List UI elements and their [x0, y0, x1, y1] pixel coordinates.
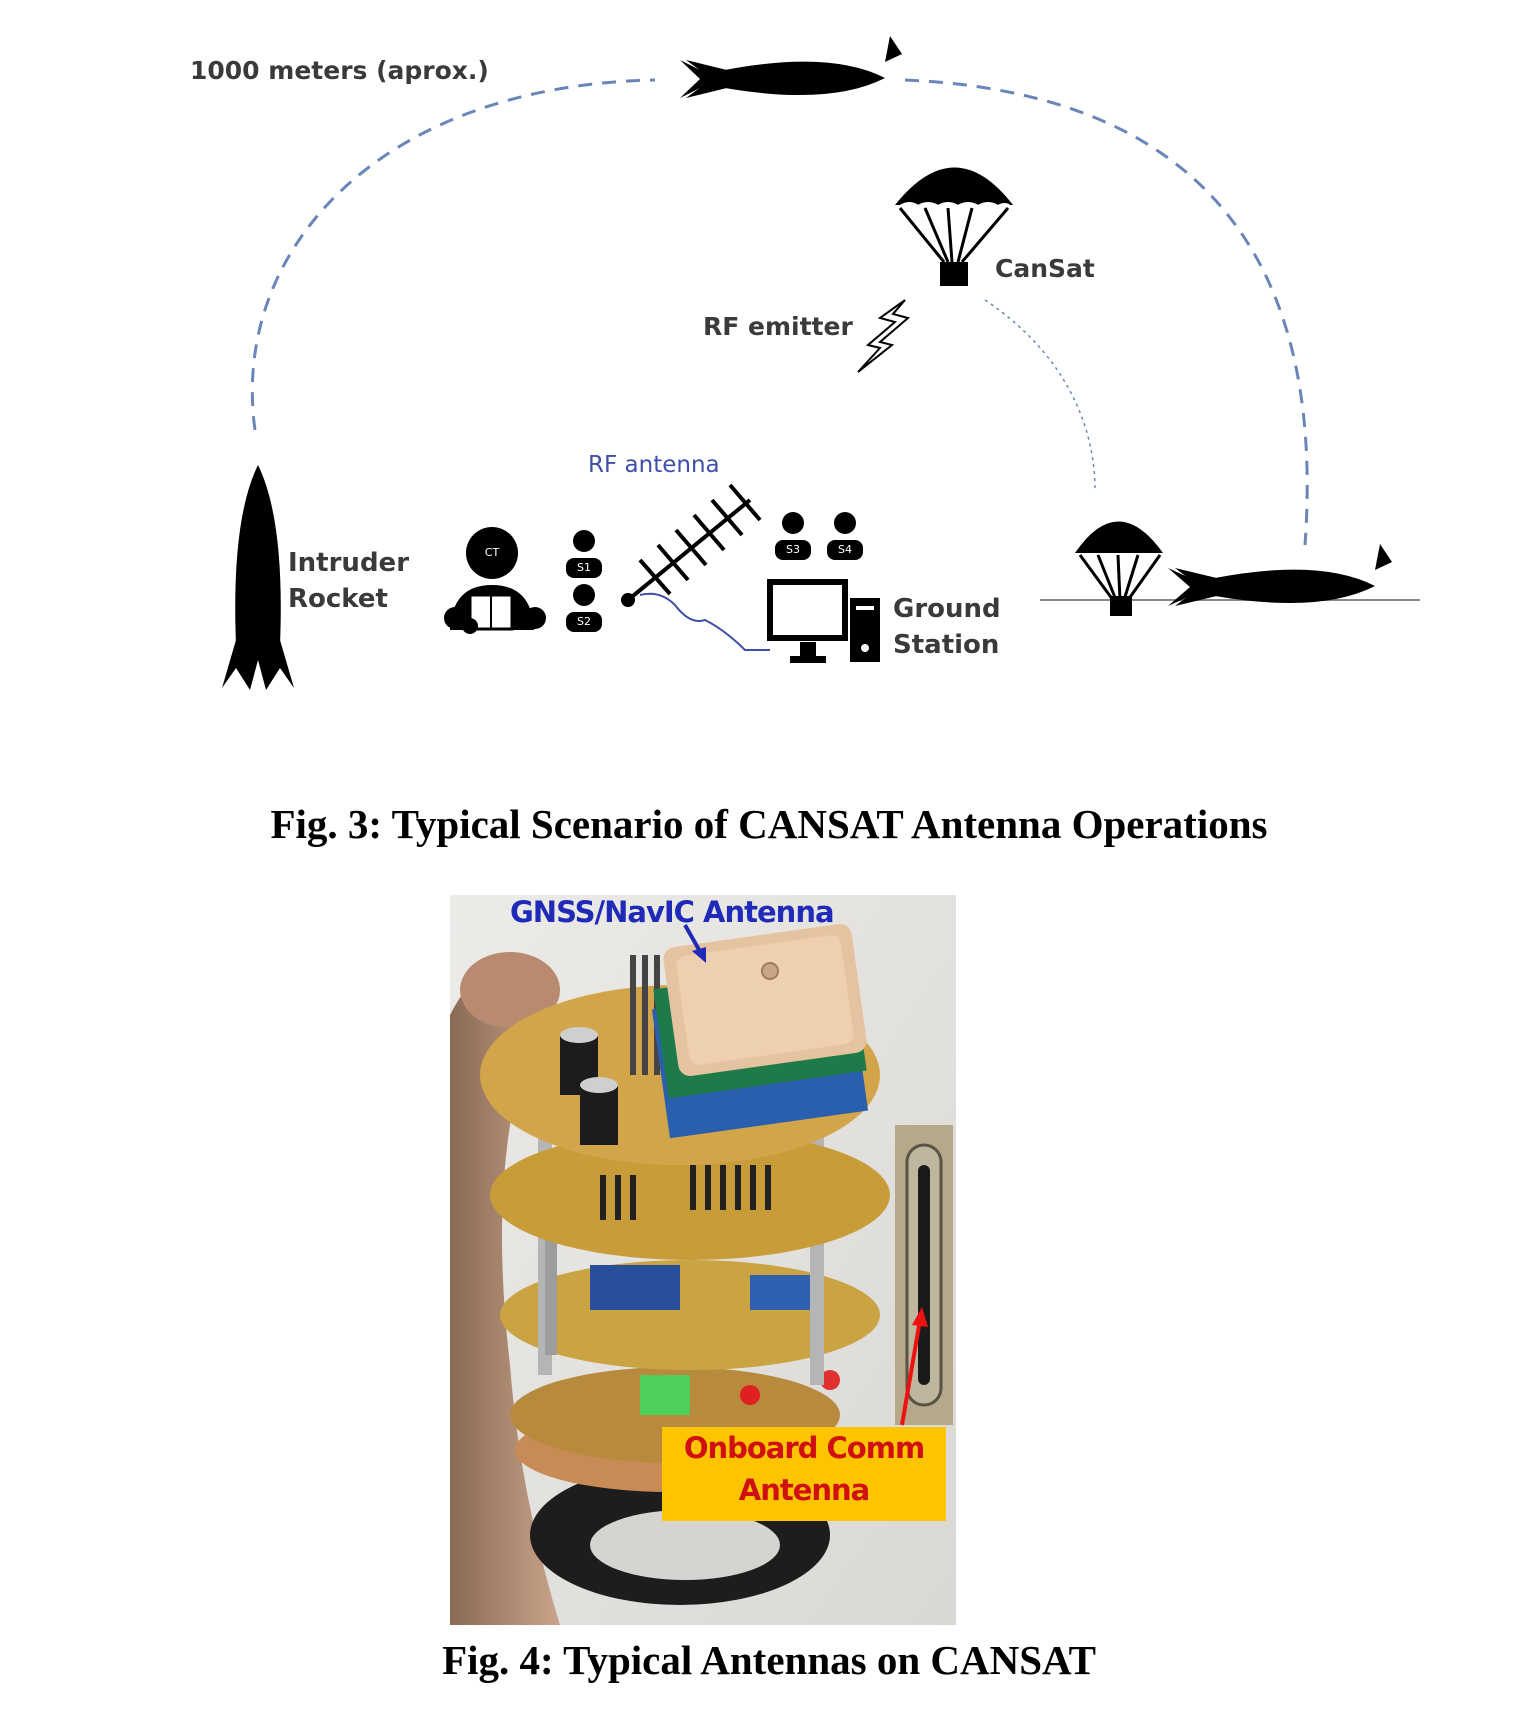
s1-badge: S1 — [577, 561, 591, 574]
antenna-cable — [639, 592, 770, 651]
student-s2-icon — [566, 584, 602, 632]
s4-badge: S4 — [838, 543, 852, 556]
distance-label: 1000 meters (aprox.) — [190, 56, 489, 85]
trajectory-arc-right — [904, 78, 1309, 546]
rocket-top-icon — [680, 36, 902, 98]
intruder-label-line2: Rocket — [288, 584, 388, 614]
scenario-diagram-svg — [222, 36, 1420, 690]
intruder-label-line1: Intruder — [288, 548, 410, 578]
rf-emitter-label: RF emitter — [703, 312, 853, 341]
ground-station-computer-icon — [767, 579, 880, 663]
cansat-photo-illustration — [450, 895, 956, 1625]
student-s1-icon — [566, 530, 602, 578]
figure-4-photo: GNSS/NavIC Antenna Onboard Comm Antenna — [450, 895, 956, 1625]
comm-label-line1: Onboard Comm — [683, 1431, 925, 1465]
comm-label-line2: Antenna — [738, 1473, 870, 1507]
trajectory-arc — [250, 78, 656, 431]
parachute-cansat-icon — [895, 167, 1013, 286]
ground-station-label-line1: Ground — [893, 594, 1001, 624]
student-s3-icon — [775, 512, 811, 560]
figure-4-caption: Fig. 4: Typical Antennas on CANSAT — [442, 1637, 1096, 1683]
rf-emitter-lightning-icon — [857, 299, 911, 373]
rf-antenna-icon — [621, 483, 762, 607]
intruder-rocket-icon — [222, 465, 294, 690]
cansat-label: CanSat — [995, 254, 1095, 283]
student-s4-icon — [827, 512, 863, 560]
onboard-comm-antenna-box: Onboard Comm Antenna — [662, 1427, 946, 1521]
s3-badge: S3 — [786, 543, 800, 556]
parachute-landed-icon — [1075, 521, 1163, 616]
ct-badge: CT — [484, 546, 500, 559]
rocket-landed-icon — [1168, 544, 1392, 606]
descent-path — [984, 299, 1096, 491]
gnss-antenna-label: GNSS/NavIC Antenna — [510, 895, 835, 929]
s2-badge: S2 — [577, 615, 591, 628]
rf-antenna-label: RF antenna — [588, 452, 720, 478]
figure-3-caption: Fig. 3: Typical Scenario of CANSAT Anten… — [270, 801, 1268, 847]
ground-station-label-line2: Station — [893, 630, 1000, 660]
ct-instructor-icon — [444, 527, 546, 634]
